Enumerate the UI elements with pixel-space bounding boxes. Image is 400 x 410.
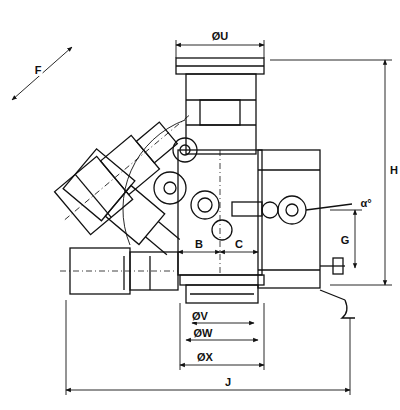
dimension-label: H — [389, 164, 399, 176]
dimension-label: F — [34, 64, 43, 76]
dimension-label: G — [340, 234, 351, 246]
top-flange — [176, 58, 264, 74]
dimension-lines — [12, 40, 392, 395]
dimension-label: C — [234, 238, 244, 250]
dimension-label: ØX — [196, 351, 214, 363]
dimension-label: ØV — [191, 310, 209, 322]
upper-column — [186, 74, 256, 154]
dimension-label: J — [224, 376, 232, 388]
bottom-flange — [180, 275, 264, 285]
gearbox — [258, 150, 320, 288]
dimension-label: ØW — [193, 327, 214, 339]
dimension-label: ØU — [211, 30, 230, 42]
tilted-motor — [47, 92, 209, 241]
dimension-label: α° — [359, 197, 372, 209]
main-body — [178, 150, 262, 275]
dimension-label: B — [194, 238, 204, 250]
